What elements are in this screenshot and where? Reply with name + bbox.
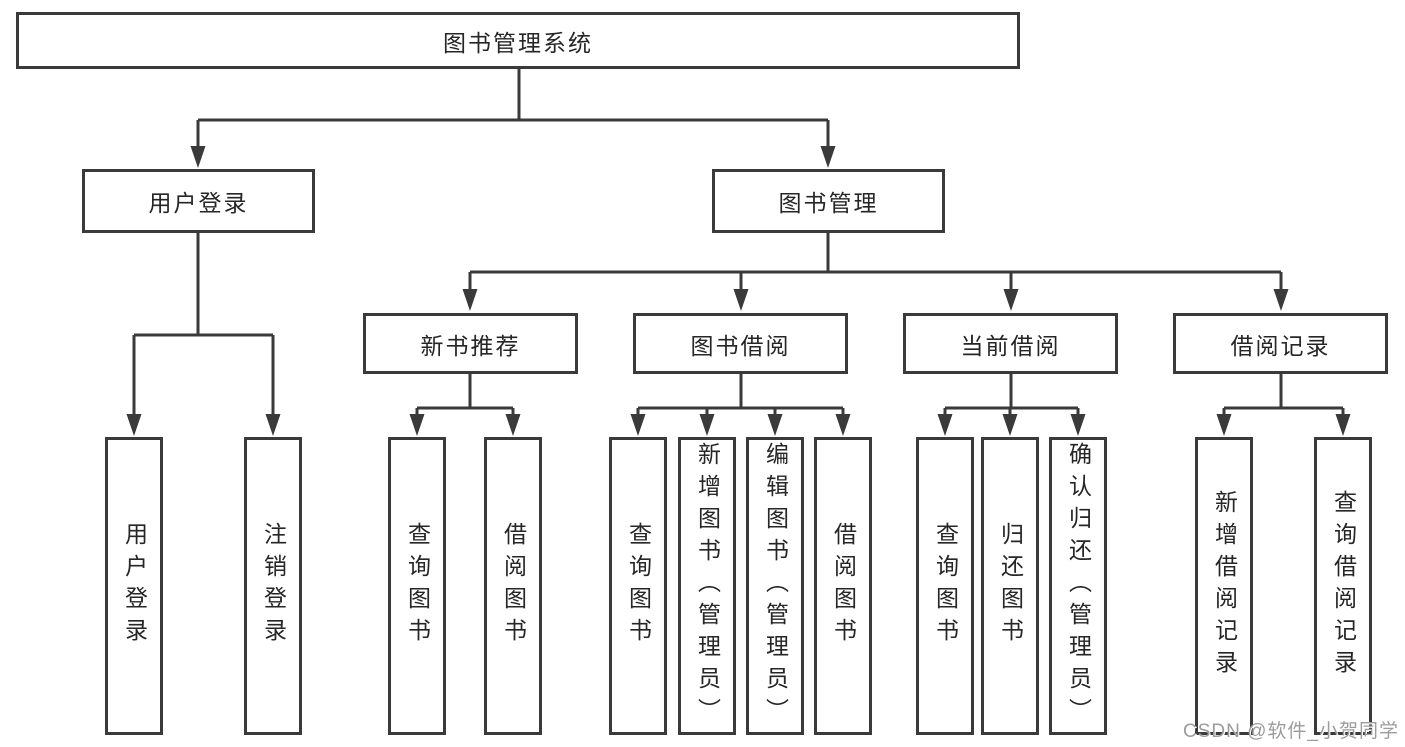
- connector-borrow-record-group: [1216, 374, 1351, 436]
- leaf-logout: 注销登录: [244, 437, 302, 735]
- connector-current-borrow-group: [937, 374, 1086, 436]
- node-new-book-recommend-label: 新书推荐: [420, 332, 521, 359]
- node-book-mgmt: 图书管理: [712, 169, 945, 233]
- leaf-user-login-label: 用户登录: [121, 522, 148, 650]
- leaf-borrow-borrow-label: 借阅图书: [830, 522, 857, 650]
- node-root-label: 图书管理系统: [443, 29, 593, 56]
- node-root: 图书管理系统: [16, 12, 1020, 69]
- leaf-newbook-query: 查询图书: [388, 437, 446, 735]
- leaf-newbook-query-label: 查询图书: [404, 522, 431, 650]
- connector-root-to-level2: [190, 68, 836, 168]
- leaf-borrow-borrow: 借阅图书: [814, 437, 872, 735]
- node-user-login: 用户登录: [82, 169, 315, 233]
- leaf-record-query-label: 查询借阅记录: [1330, 490, 1357, 682]
- connector-user-login-group: [126, 233, 281, 436]
- leaf-current-query-label: 查询图书: [932, 522, 959, 650]
- leaf-borrow-query: 查询图书: [609, 437, 667, 735]
- leaf-logout-label: 注销登录: [260, 522, 287, 650]
- node-user-login-label: 用户登录: [148, 190, 249, 216]
- leaf-borrow-edit-label: 编辑图书（管理员）: [762, 442, 789, 730]
- node-new-book-recommend: 新书推荐: [363, 313, 578, 374]
- leaf-borrow-add: 新增图书（管理员）: [678, 437, 736, 735]
- leaf-record-query: 查询借阅记录: [1314, 437, 1372, 735]
- leaf-record-add-label: 新增借阅记录: [1211, 490, 1238, 682]
- leaf-borrow-edit: 编辑图书（管理员）: [746, 437, 804, 735]
- leaf-current-return: 归还图书: [981, 437, 1039, 735]
- node-current-borrow-label: 当前借阅: [960, 332, 1061, 359]
- leaf-newbook-borrow: 借阅图书: [484, 437, 542, 735]
- node-book-borrow-label: 图书借阅: [690, 332, 791, 359]
- leaf-current-confirm: 确认归还（管理员）: [1049, 437, 1107, 735]
- connector-book-mgmt-to-level3: [462, 233, 1289, 311]
- node-book-borrow: 图书借阅: [633, 313, 848, 374]
- node-borrow-record-label: 借阅记录: [1230, 332, 1331, 359]
- leaf-user-login: 用户登录: [105, 437, 163, 735]
- node-book-mgmt-label: 图书管理: [778, 190, 879, 216]
- leaf-borrow-query-label: 查询图书: [625, 522, 652, 650]
- csdn-watermark: CSDN @软件_小贺同学: [1183, 721, 1399, 742]
- leaf-borrow-add-label: 新增图书（管理员）: [694, 442, 721, 730]
- leaf-record-add: 新增借阅记录: [1195, 437, 1253, 735]
- node-current-borrow: 当前借阅: [903, 313, 1118, 374]
- leaf-current-query: 查询图书: [916, 437, 974, 735]
- connector-new-book-group: [409, 374, 521, 436]
- node-borrow-record: 借阅记录: [1173, 313, 1388, 374]
- leaf-current-return-label: 归还图书: [997, 522, 1024, 650]
- leaf-newbook-borrow-label: 借阅图书: [500, 522, 527, 650]
- connector-book-borrow-group: [630, 374, 851, 436]
- leaf-current-confirm-label: 确认归还（管理员）: [1065, 442, 1092, 730]
